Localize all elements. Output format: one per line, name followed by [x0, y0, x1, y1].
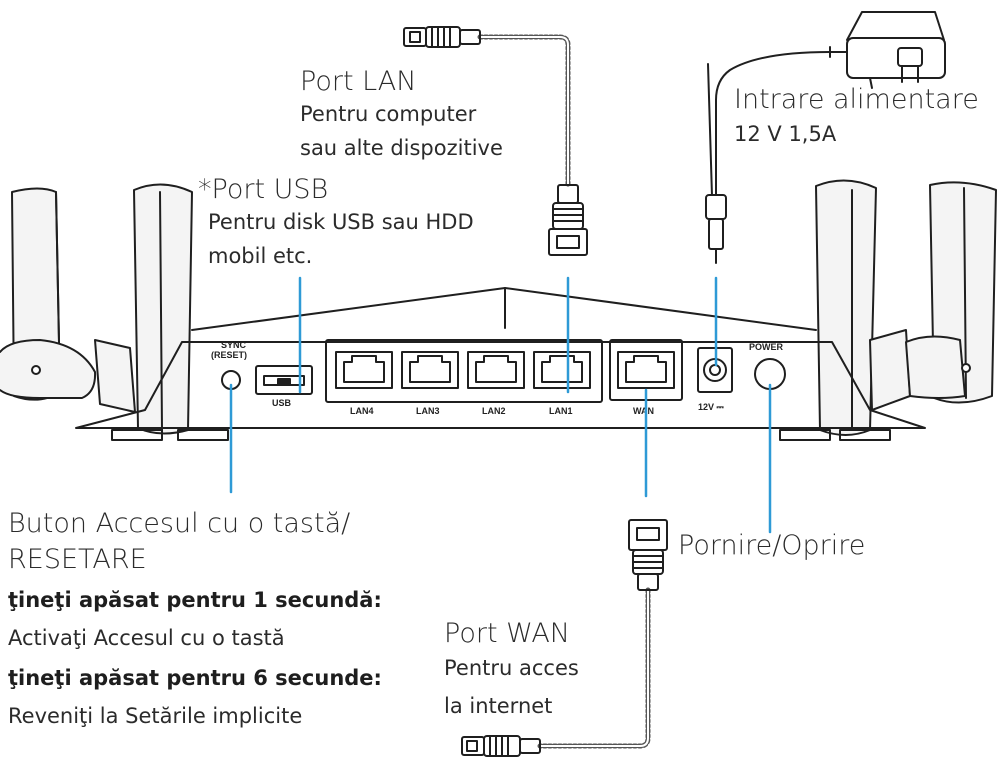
- antenna-left-inner: [94, 183, 193, 435]
- lan-cable: [403, 26, 588, 256]
- wan-port-desc-line1: Pentru acces: [444, 656, 579, 680]
- usb-label: USB: [272, 398, 292, 408]
- usb-port-desc-line1: Pentru disk USB sau HDD: [208, 210, 474, 234]
- lan-ports-group: [325, 339, 603, 403]
- lan-port-desc-line2: sau alte dispozitive: [300, 136, 503, 160]
- lan2-port[interactable]: [467, 351, 525, 389]
- lan3-label: LAN3: [416, 406, 440, 416]
- lan-cable-plug-down-icon: [548, 184, 588, 256]
- router-body: [75, 287, 926, 441]
- wan-port-title: Port WAN: [444, 618, 570, 649]
- antenna-right-outer: [905, 181, 997, 404]
- reset-button-title-line1: Buton Accesul cu o tastă/: [8, 508, 351, 539]
- usb-port[interactable]: [255, 365, 313, 395]
- reset-label: (RESET): [211, 350, 247, 360]
- power-switch-label: Pornire/Oprire: [678, 530, 866, 561]
- lan-port-desc-line1: Pentru computer: [300, 102, 477, 126]
- lan1-label: LAN1: [549, 406, 573, 416]
- lan-cable-plug-left-icon: [403, 26, 481, 48]
- reset-button-title-line2: RESETARE: [8, 544, 147, 575]
- reset-hold-6s-action: Reveniţi la Setările implicite: [8, 704, 303, 728]
- wan-cable-plug-up-icon: [628, 519, 668, 591]
- reset-hold-6s-label: ţineţi apăsat pentru 6 secunde:: [8, 666, 382, 690]
- power-input-title: Intrare alimentare: [734, 84, 979, 115]
- wan-label: WAN: [633, 406, 654, 416]
- lan4-label: LAN4: [350, 406, 374, 416]
- power-input-spec: 12 V 1,5A: [734, 122, 837, 146]
- power-label: POWER: [749, 342, 784, 352]
- wan-cable-plug-left-icon: [461, 735, 541, 757]
- lan2-label: LAN2: [482, 406, 506, 416]
- reset-hold-1s-label: ţineţi apăsat pentru 1 secundă:: [8, 588, 382, 612]
- sync-label: SYNC: [221, 340, 247, 350]
- antenna-left-outer: [0, 187, 97, 401]
- dc-label: 12V ⎓: [698, 402, 725, 412]
- lan4-port[interactable]: [335, 351, 393, 389]
- wan-cable: [461, 519, 668, 757]
- lan1-port[interactable]: [533, 351, 591, 389]
- wan-port-desc-line2: la internet: [444, 694, 553, 718]
- lan-port-title: Port LAN: [300, 66, 417, 97]
- reset-hold-1s-action: Activaţi Accesul cu o tastă: [8, 626, 285, 650]
- usb-port-title: *Port USB: [198, 174, 329, 205]
- power-adapter-icon: [705, 11, 946, 264]
- lan3-port[interactable]: [401, 351, 459, 389]
- usb-port-desc-line2: mobil etc.: [208, 244, 313, 268]
- leader-lines: [229, 276, 772, 534]
